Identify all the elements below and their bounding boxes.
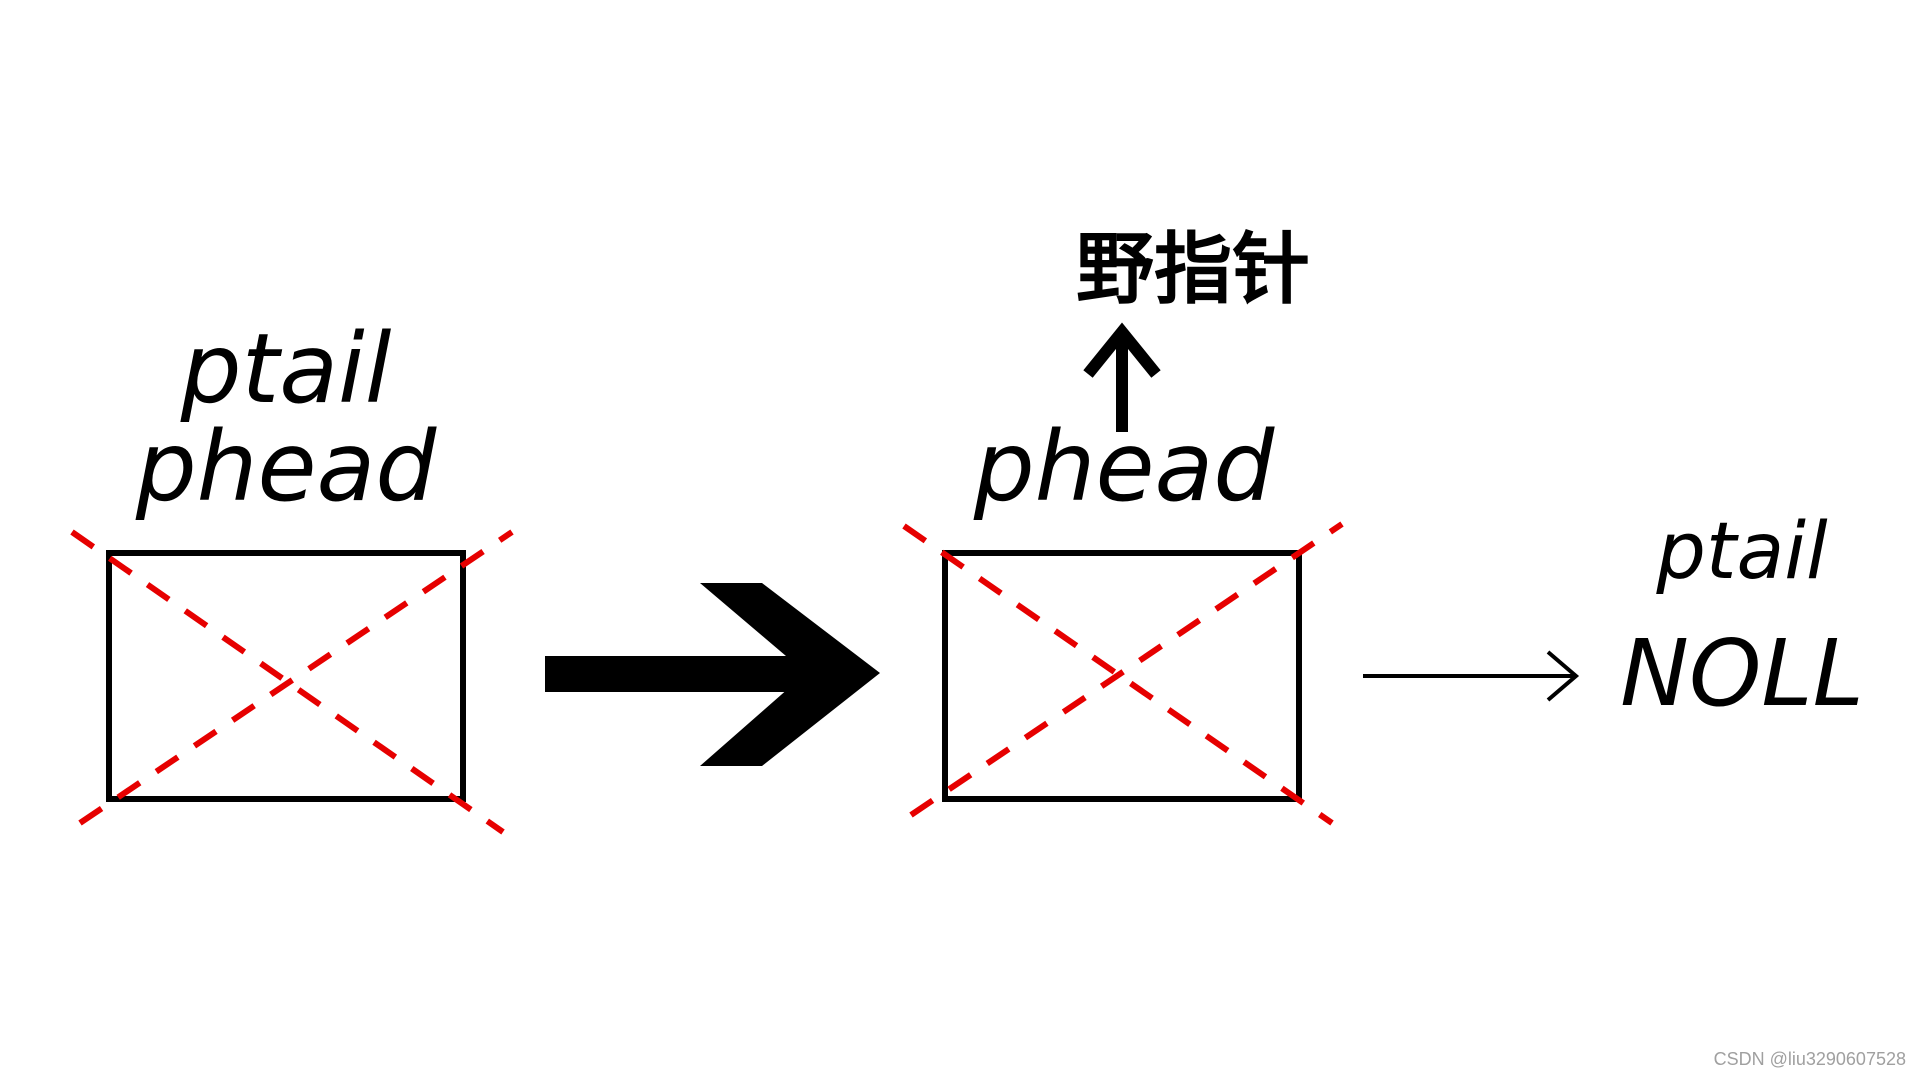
left-cross-line-a [70, 529, 505, 835]
chevron-right-arrow-icon [700, 583, 880, 766]
left-node-box [106, 550, 466, 802]
left-ptail-label: ptail [180, 313, 392, 425]
right-ptail-label: ptail [1655, 507, 1828, 597]
watermark-text: CSDN @liu3290607528 [1713, 1049, 1906, 1069]
right-group: ptail NOLL [1620, 507, 1864, 727]
thin-arrow-head [1546, 650, 1580, 702]
left-phead-label: phead [135, 411, 438, 523]
middle-node-group: 野指针 phead [902, 225, 1344, 826]
big-arrow-group [545, 583, 880, 766]
left-node-group: ptail phead [70, 313, 514, 835]
wild-pointer-label: 野指针 [1076, 225, 1310, 315]
middle-node-box [942, 550, 1302, 802]
middle-phead-label: phead [973, 411, 1276, 523]
middle-cross-line-b [909, 521, 1344, 818]
up-arrow-head [1083, 322, 1161, 378]
arrow-up-icon [1083, 322, 1161, 432]
left-cross-line-b [78, 529, 514, 826]
arrow-right-icon [1363, 650, 1580, 702]
right-null-label: NOLL [1620, 620, 1864, 727]
big-arrow-shaft [545, 656, 815, 692]
middle-cross-line-a [902, 523, 1334, 826]
